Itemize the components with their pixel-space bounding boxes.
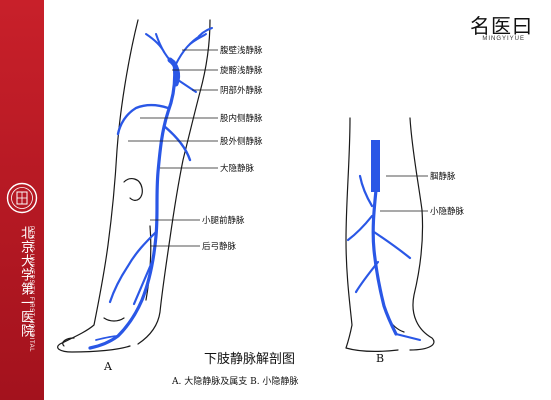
- leg-a-ankle-contour: [103, 317, 125, 322]
- posterior-arch-vein: [132, 260, 154, 306]
- brand-title: 名医曰: [470, 14, 533, 38]
- leg-b-left-outline: [345, 117, 399, 352]
- label-posterior-arch-vein: 后弓静脉: [202, 242, 237, 252]
- hospital-seal-icon: [6, 182, 38, 214]
- leg-b-right-outline: [409, 117, 435, 351]
- medial-femoral-vein: [116, 103, 170, 136]
- label-superficial-circumflex-iliac-vein: 旋髂浅静脉: [220, 66, 263, 76]
- small-saphenous-vein: [371, 188, 398, 336]
- label-popliteal-vein: 腘静脉: [430, 172, 456, 182]
- leg-a-medial-outline: [137, 19, 211, 345]
- label-medial-femoral-vein: 股内侧静脉: [220, 114, 263, 124]
- figure-a-letter: A: [104, 360, 112, 373]
- label-lateral-femoral-vein: 股外侧静脉: [220, 137, 263, 147]
- label-superficial-epigastric-vein: 腹壁浅静脉: [220, 46, 263, 56]
- figure-title: 下肢静脉解剖图: [204, 352, 296, 367]
- figure-b-letter: B: [376, 352, 385, 365]
- leg-a-knee-contour: [123, 178, 143, 201]
- figure-legend: A. 大隐静脉及属支 B. 小隐静脉: [172, 377, 299, 387]
- institution-name-cn: 北京大学第一医院: [18, 226, 33, 338]
- leg-a-toe-contour: [62, 337, 75, 347]
- anterior-leg-vein: [108, 230, 158, 304]
- label-anterior-leg-vein: 小腿前静脉: [202, 216, 245, 226]
- small-saphenous-branch-4: [358, 174, 374, 208]
- popliteal-vein: [371, 140, 380, 192]
- small-saphenous-branch-2: [372, 230, 412, 260]
- brand-subtitle: MINGYIYUE: [482, 36, 525, 42]
- institution-name-en: PEKING UNIVERSITY FIRST HOSPITAL: [28, 226, 34, 353]
- institution-side-band: 北京大学第一医院 PEKING UNIVERSITY FIRST HOSPITA…: [0, 0, 44, 400]
- label-small-saphenous-vein: 小隐静脉: [430, 207, 465, 217]
- small-saphenous-branch-1: [346, 214, 374, 242]
- foot-venous-branch: [95, 335, 119, 341]
- small-saphenous-branch-3: [354, 260, 380, 294]
- lateral-femoral-vein: [162, 124, 192, 162]
- superficial-epigastric-vein: [175, 27, 213, 65]
- superficial-circumflex-iliac-vein: [145, 33, 177, 67]
- external-pudendal-vein: [177, 79, 197, 93]
- great-saphenous-vein: [88, 60, 177, 350]
- small-saphenous-foot: [395, 333, 421, 341]
- label-great-saphenous-vein: 大隐静脉: [220, 164, 255, 174]
- label-external-pudendal-vein: 阴部外静脉: [220, 86, 263, 96]
- leg-a-lateral-outline: [57, 19, 139, 353]
